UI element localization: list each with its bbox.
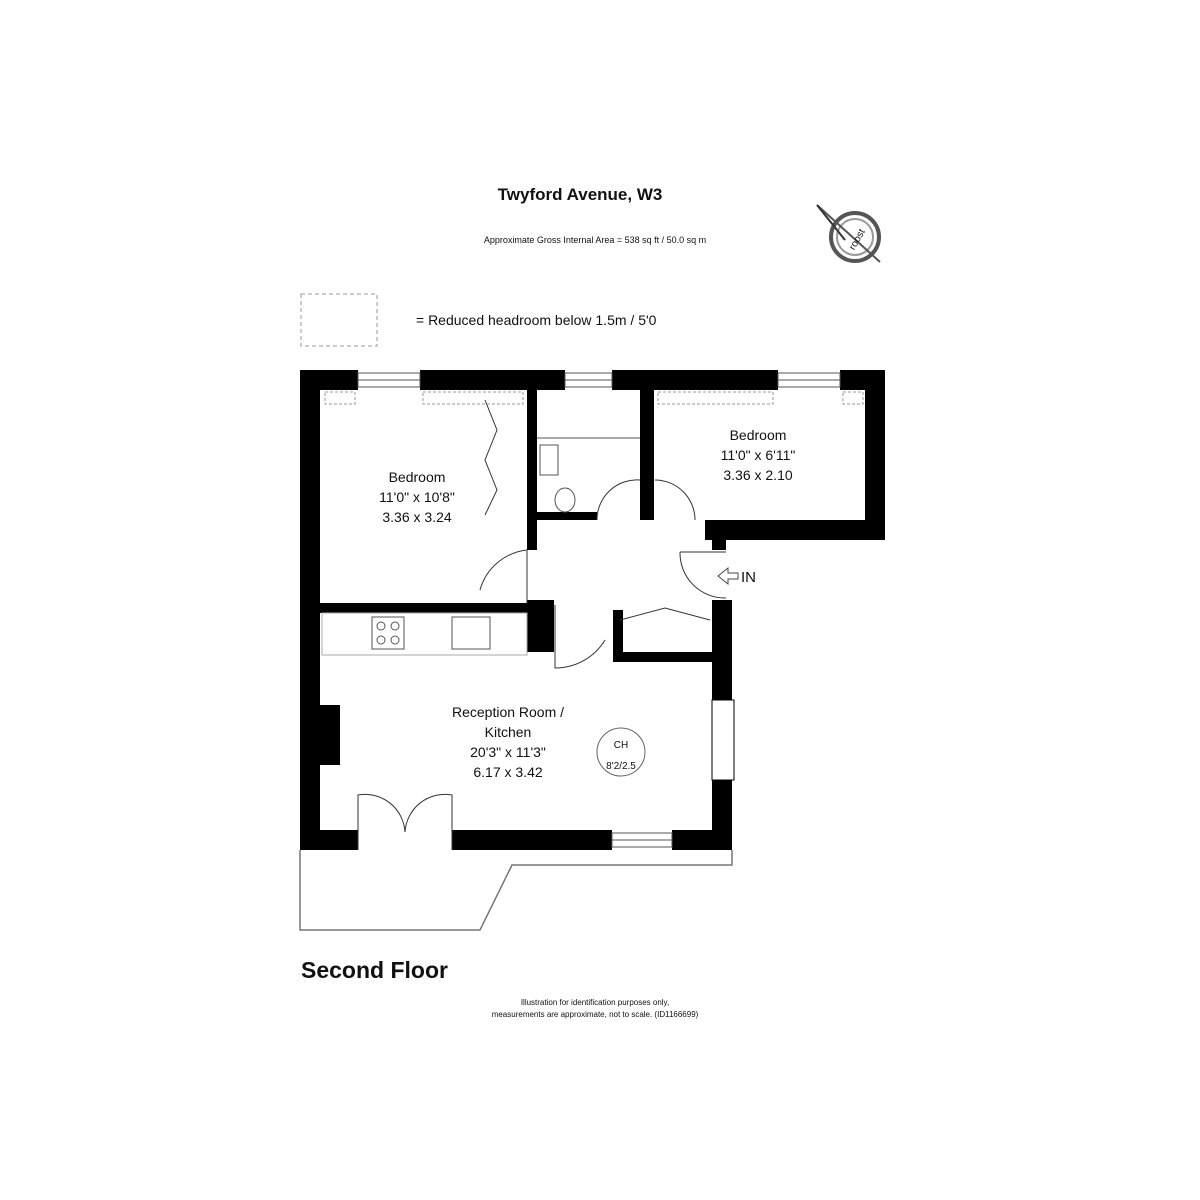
room-metric: 3.36 x 2.10 (723, 467, 792, 483)
room-metric: 3.36 x 3.24 (382, 509, 451, 525)
room-imperial: 11'0" x 10'8" (379, 489, 455, 505)
room-imperial: 20'3" x 11'3" (470, 744, 546, 760)
room-name: Bedroom (389, 469, 446, 485)
room-bedroom-1: Bedroom 11'0" x 10'8" 3.36 x 3.24 (379, 469, 455, 525)
room-name-line2: Kitchen (485, 724, 532, 740)
walls (300, 370, 885, 850)
fixtures (321, 391, 864, 656)
room-name-line1: Reception Room / (452, 704, 564, 720)
windows (357, 372, 841, 848)
room-reception-kitchen: Reception Room / Kitchen 20'3" x 11'3" 6… (452, 704, 564, 780)
room-metric: 6.17 x 3.42 (473, 764, 542, 780)
legend-label: = Reduced headroom below 1.5m / 5'0 (416, 312, 657, 328)
disclaimer-line2: measurements are approximate, not to sca… (492, 1010, 699, 1019)
entrance-label: IN (741, 569, 756, 586)
ceiling-height-badge: CH 8'2/2.5 (596, 727, 646, 777)
room-bedroom-2: Bedroom 11'0" x 6'11" 3.36 x 2.10 (721, 427, 796, 483)
floor-label: Second Floor (301, 957, 448, 983)
disclaimer-line1: Illustration for identification purposes… (521, 998, 669, 1007)
doors (357, 399, 727, 850)
plan-sheet (280, 150, 920, 1050)
ch-label: CH (614, 740, 628, 751)
room-imperial: 11'0" x 6'11" (721, 447, 796, 463)
balcony-outline (299, 850, 733, 931)
ch-value: 8'2/2.5 (606, 761, 636, 772)
entrance-marker: IN (717, 566, 756, 586)
reduced-headroom-swatch (300, 293, 378, 347)
area-text: Approximate Gross Internal Area = 538 sq… (484, 235, 706, 245)
plan-title: Twyford Avenue, W3 (498, 185, 663, 204)
room-name: Bedroom (730, 427, 787, 443)
arrow-left-icon (717, 566, 739, 586)
